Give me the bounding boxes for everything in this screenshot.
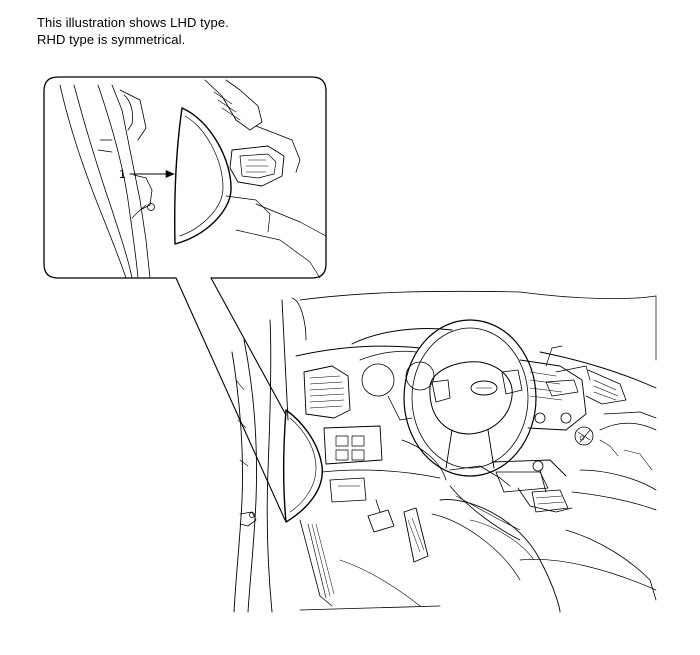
inset-frame [43, 76, 327, 279]
driver-seat [439, 499, 561, 613]
main-interior-view [231, 290, 657, 613]
callout-number: 1 [119, 167, 126, 181]
side-trim-panel-inset [174, 107, 232, 245]
accelerator-pedal [403, 507, 429, 563]
steering-logo [470, 380, 498, 396]
detail-inset [43, 76, 327, 521]
side-trim-panel-main [283, 409, 323, 523]
note-lhd-type: This illustration shows LHD type. [37, 15, 229, 30]
brake-pedal [367, 509, 395, 533]
steering-wheel [403, 319, 537, 477]
inset-pointer [175, 277, 287, 521]
callout-arrowhead [165, 170, 175, 178]
note-rhd-symmetrical: RHD type is symmetrical. [37, 32, 186, 47]
